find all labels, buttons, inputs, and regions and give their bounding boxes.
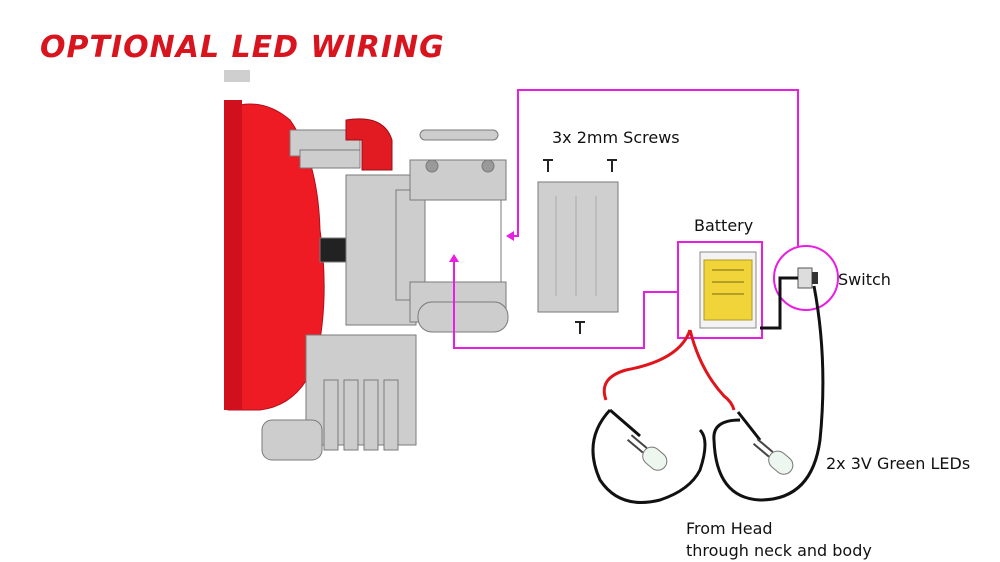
wires [591,276,825,504]
battery-label: Battery [694,216,754,235]
screw-icon [543,159,617,334]
switch-label: Switch [838,270,891,289]
led-icon [626,434,794,475]
from-head-line1: From Head [686,519,773,538]
switch-icon [797,267,818,289]
from-head-label: From Head through neck and body [686,518,872,562]
battery-icon [699,251,757,329]
battery-cover [537,181,619,313]
page-title: OPTIONAL LED WIRING [40,30,445,65]
screws-label: 3x 2mm Screws [552,128,680,147]
from-head-line2: through neck and body [686,541,872,560]
routing-lines [453,89,839,349]
robot-back-assembly [261,118,509,461]
robot-body-red [224,70,325,411]
arrow-icon [449,231,514,262]
leds-label: 2x 3V Green LEDs [826,454,971,473]
